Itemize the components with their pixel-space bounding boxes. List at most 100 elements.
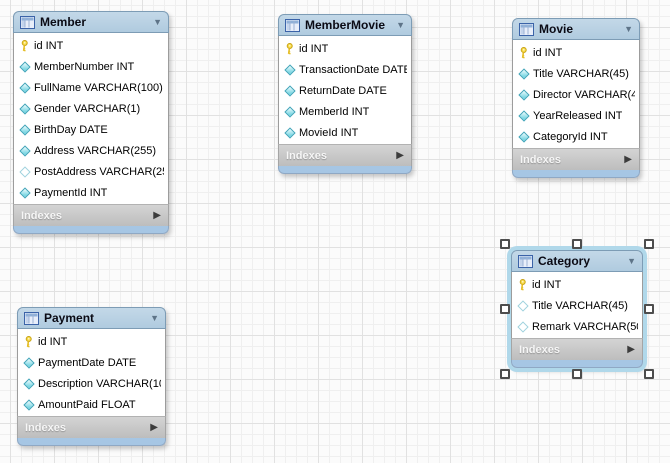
column-label: Description VARCHAR(100) [38, 377, 161, 390]
column-row[interactable]: MemberId INT [279, 101, 411, 122]
table-footer-strip [511, 360, 643, 368]
indexes-expand-arrow-icon[interactable]: ▶ [627, 343, 635, 355]
indexes-expand-arrow-icon[interactable]: ▶ [624, 153, 632, 165]
primary-key-icon [517, 278, 528, 291]
table-movie[interactable]: Movie ▼ id INT Title VARCHAR(45) Directo… [512, 18, 640, 178]
column-row[interactable]: PaymentDate DATE [18, 352, 165, 373]
column-row[interactable]: BirthDay DATE [14, 119, 168, 140]
column-row[interactable]: TransactionDate DATE [279, 59, 411, 80]
column-row[interactable]: id INT [513, 42, 639, 63]
column-row[interactable]: ReturnDate DATE [279, 80, 411, 101]
indexes-expand-arrow-icon[interactable]: ▶ [150, 421, 158, 433]
column-label: ReturnDate DATE [299, 84, 387, 97]
column-nullable-diamond-icon [517, 321, 528, 333]
column-row[interactable]: id INT [14, 35, 168, 56]
indexes-label: Indexes [25, 421, 66, 434]
indexes-bar[interactable]: Indexes ▶ [511, 338, 643, 360]
indexes-bar[interactable]: Indexes ▶ [512, 148, 640, 170]
collapse-arrow-icon[interactable]: ▼ [624, 23, 633, 34]
table-title: Category [538, 254, 591, 268]
column-row[interactable]: PaymentId INT [14, 182, 168, 203]
column-row[interactable]: Title VARCHAR(45) [513, 63, 639, 84]
table-header[interactable]: Movie ▼ [512, 18, 640, 40]
collapse-arrow-icon[interactable]: ▼ [153, 16, 162, 27]
column-row[interactable]: FullName VARCHAR(100) [14, 77, 168, 98]
table-header[interactable]: MemberMovie ▼ [278, 14, 412, 36]
indexes-bar[interactable]: Indexes ▶ [13, 204, 169, 226]
column-row[interactable]: Remark VARCHAR(500) [512, 316, 642, 337]
indexes-label: Indexes [519, 343, 560, 356]
table-header[interactable]: Payment ▼ [17, 307, 166, 329]
selection-handle-l[interactable] [500, 304, 510, 314]
column-label: PaymentId INT [34, 186, 108, 199]
column-row[interactable]: MovieId INT [279, 122, 411, 143]
indexes-label: Indexes [520, 153, 561, 166]
column-row[interactable]: MemberNumber INT [14, 56, 168, 77]
column-notnull-diamond-icon [19, 82, 30, 94]
table-footer-strip [512, 170, 640, 178]
table-header[interactable]: Member ▼ [13, 11, 169, 33]
table-columns: id INT TransactionDate DATE ReturnDate D… [278, 36, 412, 144]
column-notnull-diamond-icon [19, 103, 30, 115]
column-label: PaymentDate DATE [38, 356, 137, 369]
selection-handle-br[interactable] [644, 369, 654, 379]
table-payment[interactable]: Payment ▼ id INT PaymentDate DATE Descri… [17, 307, 166, 446]
table-columns: id INT PaymentDate DATE Description VARC… [17, 329, 166, 416]
column-label: FullName VARCHAR(100) [34, 81, 163, 94]
table-category[interactable]: Category ▼ id INT Title VARCHAR(45) Rema… [500, 239, 654, 379]
column-notnull-diamond-icon [23, 357, 34, 369]
selection-handle-r[interactable] [644, 304, 654, 314]
collapse-arrow-icon[interactable]: ▼ [150, 312, 159, 323]
column-label: Address VARCHAR(255) [34, 144, 157, 157]
column-notnull-diamond-icon [284, 64, 295, 76]
column-label: Remark VARCHAR(500) [532, 320, 638, 333]
collapse-arrow-icon[interactable]: ▼ [627, 255, 636, 266]
collapse-arrow-icon[interactable]: ▼ [396, 19, 405, 30]
column-row[interactable]: YearReleased INT [513, 105, 639, 126]
column-notnull-diamond-icon [518, 110, 529, 122]
indexes-expand-arrow-icon[interactable]: ▶ [153, 209, 161, 221]
table-membermovie[interactable]: MemberMovie ▼ id INT TransactionDate DAT… [278, 14, 412, 174]
column-notnull-diamond-icon [518, 89, 529, 101]
column-label: id INT [532, 278, 562, 291]
column-notnull-diamond-icon [23, 399, 34, 411]
column-row[interactable]: CategoryId INT [513, 126, 639, 147]
table-member[interactable]: Member ▼ id INT MemberNumber INT FullNam… [13, 11, 169, 234]
table-header[interactable]: Category ▼ [511, 250, 643, 272]
column-label: Director VARCHAR(45) [533, 88, 635, 101]
indexes-bar[interactable]: Indexes ▶ [278, 144, 412, 166]
indexes-bar[interactable]: Indexes ▶ [17, 416, 166, 438]
table-columns: id INT Title VARCHAR(45) Remark VARCHAR(… [511, 272, 643, 338]
column-row[interactable]: PostAddress VARCHAR(255) [14, 161, 168, 182]
column-row[interactable]: id INT [18, 331, 165, 352]
column-label: BirthDay DATE [34, 123, 108, 136]
column-label: MovieId INT [299, 126, 359, 139]
indexes-expand-arrow-icon[interactable]: ▶ [396, 149, 404, 161]
selection-handle-b[interactable] [572, 369, 582, 379]
selection-handle-bl[interactable] [500, 369, 510, 379]
column-notnull-diamond-icon [23, 378, 34, 390]
column-notnull-diamond-icon [19, 61, 30, 73]
selection-handle-tr[interactable] [644, 239, 654, 249]
column-notnull-diamond-icon [19, 145, 30, 157]
table-grid-icon [519, 22, 534, 36]
selection-handle-t[interactable] [572, 239, 582, 249]
primary-key-icon [19, 39, 30, 52]
column-row[interactable]: id INT [279, 38, 411, 59]
column-row[interactable]: AmountPaid FLOAT [18, 394, 165, 415]
column-row[interactable]: Description VARCHAR(100) [18, 373, 165, 394]
column-label: PostAddress VARCHAR(255) [34, 165, 164, 178]
column-nullable-diamond-icon [19, 166, 30, 178]
column-row[interactable]: Address VARCHAR(255) [14, 140, 168, 161]
column-label: id INT [533, 46, 563, 59]
column-label: YearReleased INT [533, 109, 623, 122]
column-row[interactable]: id INT [512, 274, 642, 295]
column-row[interactable]: Gender VARCHAR(1) [14, 98, 168, 119]
selection-handle-tl[interactable] [500, 239, 510, 249]
column-notnull-diamond-icon [284, 106, 295, 118]
column-row[interactable]: Title VARCHAR(45) [512, 295, 642, 316]
column-row[interactable]: Director VARCHAR(45) [513, 84, 639, 105]
table-columns: id INT MemberNumber INT FullName VARCHAR… [13, 33, 169, 204]
table-grid-icon [24, 311, 39, 325]
